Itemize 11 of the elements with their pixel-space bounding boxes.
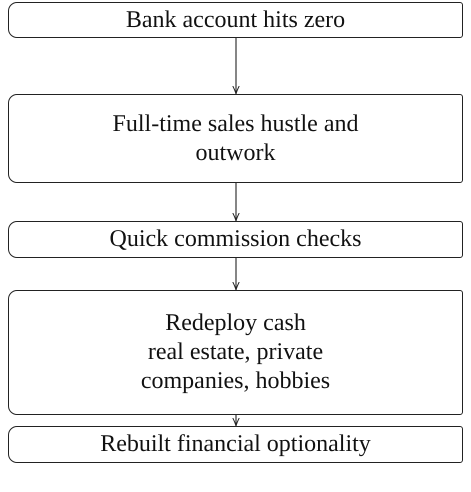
process-box bbox=[8, 221, 463, 258]
box-text: real estate, private companies, hobbies bbox=[140, 338, 332, 396]
box-text: Bank account hits zero bbox=[126, 6, 346, 34]
process-box bbox=[8, 2, 463, 38]
process-box bbox=[8, 426, 463, 463]
box-text: Full-time sales hustle and outwork bbox=[112, 110, 360, 168]
box-text: Redeploy cash bbox=[165, 309, 306, 338]
process-box bbox=[8, 290, 463, 415]
process-box bbox=[8, 94, 463, 183]
box-text: Quick commission checks bbox=[110, 225, 362, 254]
box-text: Rebuilt financial optionality bbox=[100, 430, 371, 459]
